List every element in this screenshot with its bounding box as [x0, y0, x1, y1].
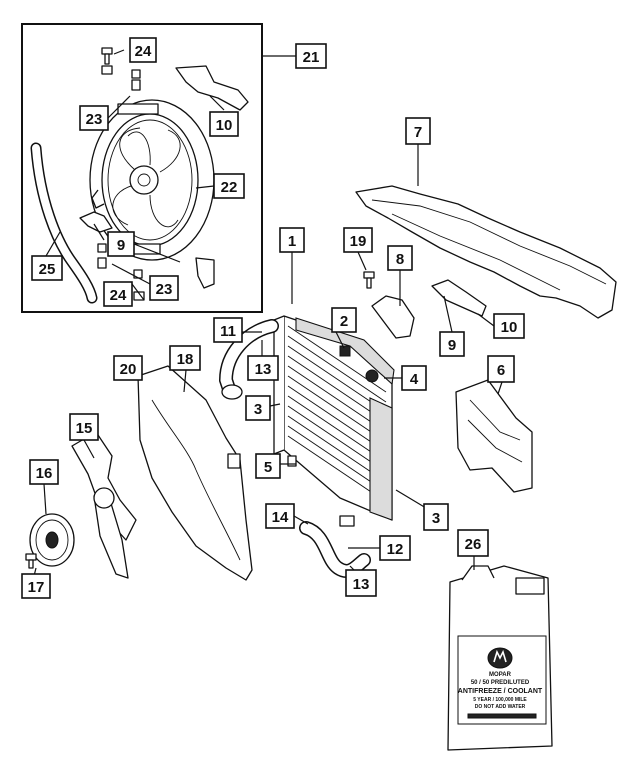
callout-3-left[interactable]: 3 — [245, 395, 271, 421]
part-17-bolt — [25, 553, 37, 569]
callout-2[interactable]: 2 — [331, 307, 357, 333]
part-6-air-deflector — [455, 379, 533, 493]
callout-label: 23 — [86, 111, 103, 128]
callout-21[interactable]: 21 — [295, 43, 327, 69]
part-19-bolt — [363, 271, 375, 289]
callout-label: 4 — [410, 371, 419, 388]
callout-5[interactable]: 5 — [255, 453, 281, 479]
inset-fasteners — [97, 47, 145, 301]
callout-label: 12 — [387, 541, 404, 558]
part-15-fan-blade — [71, 431, 137, 579]
callout-13-top[interactable]: 13 — [247, 355, 279, 381]
part-10-bracket-upper — [175, 65, 249, 111]
part-1-radiator — [273, 315, 395, 527]
callout-label: 20 — [120, 361, 137, 378]
callout-7[interactable]: 7 — [405, 117, 431, 145]
part-2-drain-cock — [339, 345, 351, 357]
jug-line-2: ANTIFREEZE / COOLANT — [458, 688, 543, 695]
callout-label: 6 — [497, 362, 505, 379]
part-22-electric-fan — [89, 99, 215, 261]
callout-10-right[interactable]: 10 — [493, 313, 525, 339]
callout-22[interactable]: 22 — [213, 173, 245, 199]
callout-label: 25 — [39, 261, 56, 278]
callout-11[interactable]: 11 — [213, 317, 243, 343]
callout-20[interactable]: 20 — [113, 355, 143, 381]
callout-label: 5 — [264, 459, 272, 476]
callout-label: 18 — [177, 351, 194, 368]
part-8-bracket — [371, 295, 415, 339]
callout-label: 26 — [465, 536, 482, 553]
callout-26[interactable]: 26 — [457, 529, 489, 557]
callout-label: 8 — [396, 251, 404, 268]
callout-label: 9 — [117, 237, 125, 254]
callout-label: 13 — [353, 576, 370, 593]
part-10-bracket-right — [431, 279, 487, 317]
callout-label: 19 — [350, 233, 367, 250]
callout-label: 10 — [216, 117, 233, 134]
jug-brand: MOPAR — [489, 672, 512, 678]
callout-14[interactable]: 14 — [265, 503, 295, 529]
callout-17[interactable]: 17 — [21, 573, 51, 599]
part-16-fan-clutch — [29, 513, 75, 567]
callout-12[interactable]: 12 — [379, 535, 411, 561]
callout-18[interactable]: 18 — [169, 345, 201, 371]
callout-label: 3 — [432, 510, 440, 527]
callout-23-top[interactable]: 23 — [79, 105, 109, 131]
callout-label: 24 — [110, 287, 127, 304]
part-26-coolant-jug: MOPAR 50 / 50 PREDILUTED ANTIFREEZE / CO… — [447, 565, 553, 751]
callout-9-inset[interactable]: 9 — [107, 231, 135, 257]
callout-4[interactable]: 4 — [401, 365, 427, 391]
callout-15[interactable]: 15 — [69, 413, 99, 441]
callout-label: 9 — [448, 337, 456, 354]
callout-label: 24 — [135, 43, 152, 60]
jug-line-3: 5 YEAR / 100,000 MILE — [473, 697, 527, 703]
part-9-bracket-right — [195, 257, 215, 289]
callout-24-bottom[interactable]: 24 — [103, 281, 133, 307]
callout-label: 22 — [221, 179, 238, 196]
part-25-hose — [30, 142, 98, 304]
callout-6[interactable]: 6 — [487, 355, 515, 383]
callout-label: 16 — [36, 465, 53, 482]
part-9-bracket-left — [79, 211, 113, 233]
callout-16[interactable]: 16 — [29, 459, 59, 485]
callout-8[interactable]: 8 — [387, 245, 413, 271]
callout-19[interactable]: 19 — [343, 227, 373, 253]
callout-3-right[interactable]: 3 — [423, 503, 449, 531]
callout-label: 10 — [501, 319, 518, 336]
callout-label: 23 — [156, 281, 173, 298]
callout-9-right[interactable]: 9 — [439, 331, 465, 357]
callout-label: 21 — [303, 49, 320, 66]
callout-label: 3 — [254, 401, 262, 418]
callout-10-top[interactable]: 10 — [209, 111, 239, 137]
callout-label: 11 — [220, 323, 236, 340]
callout-1[interactable]: 1 — [279, 227, 305, 253]
jug-line-4: DO NOT ADD WATER — [475, 704, 526, 710]
callout-25[interactable]: 25 — [31, 255, 63, 281]
jug-line-1: 50 / 50 PREDILUTED — [471, 680, 530, 686]
callout-13-bottom[interactable]: 13 — [345, 569, 377, 597]
callout-label: 15 — [76, 420, 93, 437]
callout-label: 13 — [255, 361, 272, 378]
callout-label: 7 — [414, 124, 422, 141]
callout-label: 1 — [288, 233, 296, 250]
callout-label: 17 — [28, 579, 45, 596]
fan-module-inset-frame — [21, 23, 263, 313]
callout-label: 2 — [340, 313, 348, 330]
callout-24-top[interactable]: 24 — [129, 37, 157, 63]
callout-label: 14 — [272, 509, 289, 526]
callout-23-bottom[interactable]: 23 — [149, 275, 179, 301]
